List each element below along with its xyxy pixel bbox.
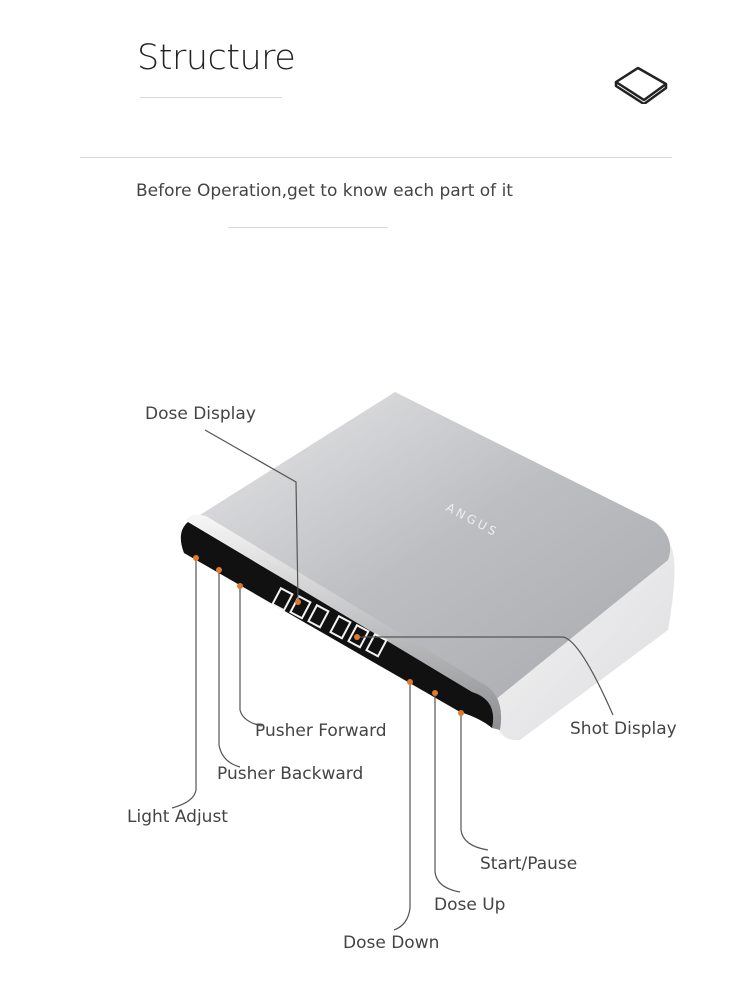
page-title: Structure (137, 38, 296, 78)
device-body: ANGUS (180, 392, 675, 741)
callout-start-pause: Start/Pause (480, 854, 578, 874)
callout-shot-display: Shot Display (570, 719, 677, 739)
callout-dose-down: Dose Down (343, 933, 440, 953)
leader-lines (171, 429, 614, 931)
callout-light-adjust: Light Adjust (127, 807, 228, 827)
callout-pusher-backward: Pusher Backward (217, 764, 364, 784)
device-outline-icon (614, 66, 668, 104)
callout-dose-up: Dose Up (434, 895, 506, 915)
subtitle-underline (228, 227, 388, 228)
subtitle: Before Operation,get to know each part o… (136, 181, 513, 201)
title-underline (140, 97, 282, 98)
callout-dose-display: Dose Display (145, 404, 256, 424)
callout-dots (193, 555, 464, 716)
section-divider (80, 157, 672, 158)
callout-pusher-forward: Pusher Forward (255, 721, 387, 741)
